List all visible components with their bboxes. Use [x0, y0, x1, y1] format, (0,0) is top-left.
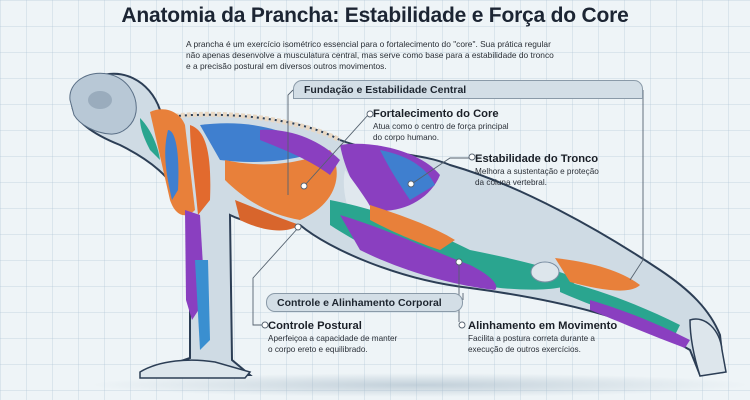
callout-description: Melhora a sustentação e proteção da colu… — [475, 167, 599, 188]
description-line: Melhora a sustentação e proteção — [475, 167, 599, 176]
callout-estabilidade-tronco: Estabilidade do Tronco Melhora a sustent… — [475, 153, 599, 188]
callout-controle-postural: Controle Postural Aperfeiçoa a capacidad… — [268, 320, 397, 355]
intro-paragraph: A prancha é um exercício isométrico esse… — [186, 39, 586, 72]
description-line: Aperfeiçoa a capacidade de manter — [268, 334, 398, 343]
description-line: o corpo ereto e equilibrado. — [268, 344, 368, 354]
callout-alinhamento-movimento: Alinhamento em Movimento Facilita a post… — [468, 320, 617, 355]
callout-description: Atua como o centro de força principal do… — [373, 122, 509, 143]
description-line: do corpo humano. — [373, 132, 439, 142]
description-line: Facilita a postura correta durante a — [468, 334, 595, 343]
description-line: da coluna vertebral. — [475, 177, 547, 187]
callout-fortalecimento-core: Fortalecimento do Core Atua como o centr… — [373, 108, 509, 143]
callout-title: Controle Postural — [268, 320, 362, 332]
page-title: Anatomia da Prancha: Estabilidade e Forç… — [121, 4, 629, 27]
intro-line: não apenas desenvolve a musculatura cent… — [186, 50, 554, 60]
intro-line: A prancha é um exercício isométrico esse… — [186, 39, 551, 49]
callout-title: Fortalecimento do Core — [373, 108, 499, 120]
description-line: execução de outros exercícios. — [468, 344, 581, 354]
callout-title: Alinhamento em Movimento — [468, 320, 618, 332]
intro-line: e a precisão postural em diversos outros… — [186, 61, 387, 71]
callout-title: Estabilidade do Tronco — [475, 153, 599, 165]
description-line: Atua como o centro de força principal — [373, 122, 509, 131]
callout-description: Aperfeiçoa a capacidade de manter o corp… — [268, 334, 397, 355]
callout-description: Facilita a postura correta durante a exe… — [468, 334, 617, 355]
section-header-fundacao: Fundação e Estabilidade Central — [293, 80, 643, 99]
section-header-controle: Controle e Alinhamento Corporal — [266, 293, 463, 312]
